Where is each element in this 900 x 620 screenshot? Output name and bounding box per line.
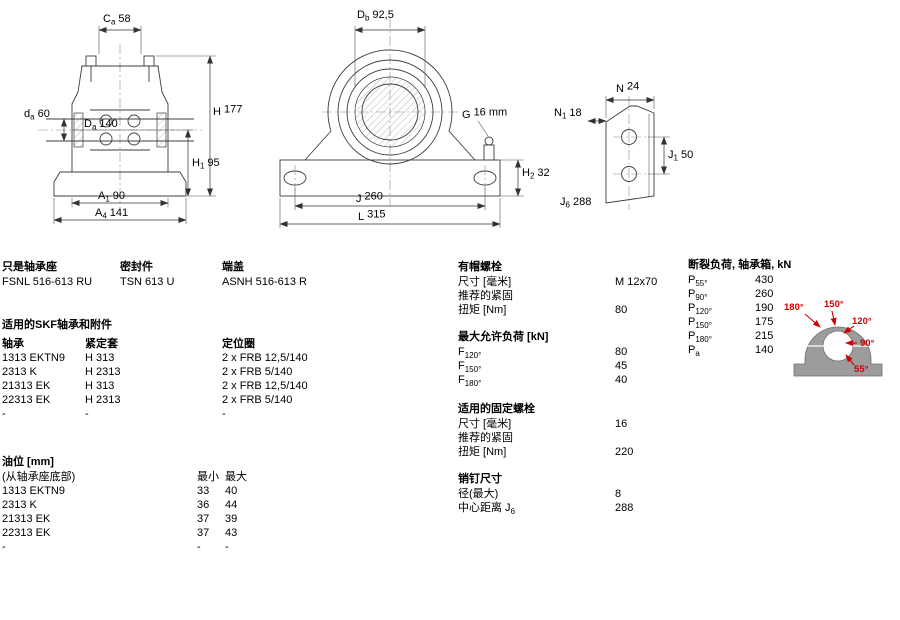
oil-table-header: (从轴承座底部) 最小 最大 — [2, 470, 302, 484]
bearing-table-row: 21313 EK H 313 2 x FRB 12,5/140 — [2, 380, 308, 392]
load-direction-diagram: 180° 150° 120° 90° 55° — [784, 299, 883, 377]
oil-level-section: 油位 [mm] (从轴承座底部) 最小 最大 1313 EKTN9 33 40 … — [2, 455, 302, 554]
max-load-row: F180° 40 — [458, 374, 628, 389]
col-header-min: 最小 — [197, 471, 219, 483]
seal-header: 密封件 — [120, 261, 153, 273]
seal-designation: TSN 613 U — [120, 276, 175, 288]
bearing-table-row: 1313 EKTN9 H 313 2 x FRB 12,5/140 — [2, 352, 308, 364]
seal-block: 密封件 TSN 613 U — [120, 260, 174, 289]
load-angle-180: 180° — [784, 302, 804, 313]
max-load-row: F120° 80 — [458, 346, 628, 361]
recommended-tightening-label: 推荐的紧固 — [458, 290, 513, 302]
torque-value: 220 — [615, 446, 634, 458]
breaking-load-row: P180° 215 — [688, 330, 774, 345]
attachment-bolts-section: 有帽螺栓 尺寸 [毫米] M 12x70 推荐的紧固 扭矩 [Nm] 80 — [458, 260, 678, 317]
size-label: 尺寸 [毫米] — [458, 418, 512, 430]
oil-table-row: - - - — [2, 541, 229, 553]
end-cover-header: 端盖 — [222, 261, 244, 273]
breaking-load-row: P90° 260 — [688, 288, 774, 303]
col-header-sleeve: 紧定套 — [85, 338, 118, 350]
pin-diameter-value: 8 — [615, 488, 622, 500]
bearings-section: 适用的SKF轴承和附件 轴承 紧定套 定位圈 1313 EKTN9 H 313 … — [2, 318, 432, 421]
end-cover-designation: ASNH 516-613 R — [222, 276, 307, 288]
breaking-load-row: P150° 175 — [688, 316, 774, 331]
pin-center-distance-value: 288 — [615, 502, 634, 514]
fixing-bolts-section: 适用的固定螺栓 尺寸 [毫米] 16 推荐的紧固 扭矩 [Nm] 220 — [458, 402, 678, 459]
bearings-section-title: 适用的SKF轴承和附件 — [2, 319, 112, 331]
oil-subtitle: (从轴承座底部) — [2, 471, 76, 483]
pin-dimensions-title: 销钉尺寸 — [458, 473, 502, 485]
recommended-tightening-label: 推荐的紧固 — [458, 432, 513, 444]
attachment-bolts-title: 有帽螺栓 — [458, 261, 502, 273]
bearing-table-header: 轴承 紧定套 定位圈 — [2, 337, 432, 351]
size-value: 16 — [615, 418, 628, 430]
col-header-ring: 定位圈 — [222, 338, 255, 350]
oil-table-row: 22313 EK 37 43 — [2, 527, 238, 539]
bearing-table-row: - - - — [2, 408, 226, 420]
pin-center-distance-label: 中心距离 J6 — [458, 502, 516, 517]
load-angle-55: 55° — [854, 364, 869, 375]
pin-diameter-label: 径(最大) — [458, 488, 499, 500]
bearing-table-row: 22313 EK H 2313 2 x FRB 5/140 — [2, 394, 293, 406]
oil-table-row: 2313 K 36 44 — [2, 499, 238, 511]
breaking-load-row: P120° 190 — [688, 302, 774, 317]
breaking-load-title: 断裂负荷, 轴承箱, kN — [688, 259, 792, 271]
col-header-max: 最大 — [225, 471, 247, 483]
col-header-bearing: 轴承 — [2, 338, 24, 350]
max-load-title: 最大允许负荷 [kN] — [458, 331, 549, 343]
housing-designation: FSNL 516-613 RU — [2, 276, 93, 288]
end-cover-block: 端盖 ASNH 516-613 R — [222, 260, 307, 289]
fixing-bolts-title: 适用的固定螺栓 — [458, 403, 535, 415]
torque-label: 扭矩 [Nm] — [458, 446, 507, 458]
housing-only-header: 只是轴承座 — [2, 261, 57, 273]
bearing-table-row: 2313 K H 2313 2 x FRB 5/140 — [2, 366, 293, 378]
housing-parts-section: 只是轴承座 FSNL 516-613 RU 密封件 TSN 613 U 端盖 A… — [2, 260, 452, 290]
size-value: M 12x70 — [615, 276, 658, 288]
oil-level-title: 油位 [mm] — [2, 456, 54, 468]
size-label: 尺寸 [毫米] — [458, 276, 512, 288]
breaking-load-section: 断裂负荷, 轴承箱, kN P55° 430 P90° 260 P120° 19… — [688, 258, 818, 359]
load-angle-120: 120° — [852, 316, 872, 327]
max-load-row: F150° 45 — [458, 360, 628, 375]
oil-table-row: 21313 EK 37 39 — [2, 513, 238, 525]
load-angle-90: 90° — [860, 338, 875, 349]
breaking-load-row: P55° 430 — [688, 274, 774, 289]
max-load-section: 最大允许负荷 [kN] F120° 80 F150° 45 F180° 40 — [458, 330, 678, 389]
torque-value: 80 — [615, 304, 628, 316]
oil-table-row: 1313 EKTN9 33 40 — [2, 485, 238, 497]
load-angle-150: 150° — [824, 299, 844, 310]
housing-only-block: 只是轴承座 FSNL 516-613 RU — [2, 260, 92, 289]
torque-label: 扭矩 [Nm] — [458, 304, 507, 316]
breaking-load-row: Pa 140 — [688, 344, 774, 359]
pin-dimensions-section: 销钉尺寸 径(最大) 8 中心距离 J6 288 — [458, 472, 678, 517]
